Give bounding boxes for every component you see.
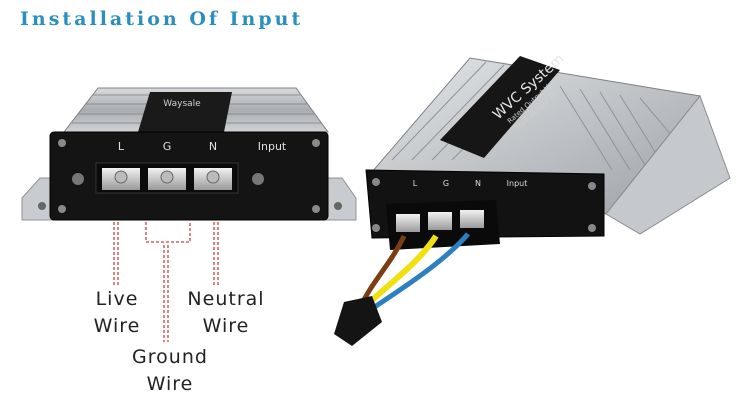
angled-terminal-L <box>396 214 420 232</box>
device-text: Waysale <box>163 99 201 109</box>
angled-label-N: N <box>475 179 481 188</box>
terminal-screw-icon <box>206 170 220 184</box>
screw-icon <box>588 182 596 190</box>
callout-lines <box>113 222 219 342</box>
input-label: Input <box>258 140 287 153</box>
screw-icon <box>312 205 320 213</box>
terminal-screw-icon <box>114 170 128 184</box>
terminal-label-N: N <box>209 140 217 153</box>
flange-hole-icon <box>334 202 342 210</box>
screw-icon <box>312 139 320 147</box>
screw-icon <box>72 173 84 185</box>
cable-sheath <box>334 296 382 346</box>
page-title: Installation Of Input <box>20 8 304 30</box>
device-top-label <box>138 92 232 132</box>
terminal-label-G: G <box>163 140 172 153</box>
ground-wire-label: Ground Wire <box>132 346 208 395</box>
screw-icon <box>372 224 380 232</box>
live-wire-label: Live Wire <box>93 288 141 337</box>
device-top-label <box>440 56 560 158</box>
front-view-device: Waysale L G N Input <box>21 87 357 221</box>
terminal-label-L: L <box>118 140 125 153</box>
angled-label-L: L <box>413 179 418 188</box>
screw-icon <box>252 173 264 185</box>
terminal-screw-icon <box>160 170 174 184</box>
angled-input-label: Input <box>507 179 528 188</box>
screw-icon <box>588 224 596 232</box>
heatsink-side <box>605 94 731 235</box>
angled-terminal-G <box>428 212 452 230</box>
screw-icon <box>372 178 380 186</box>
neutral-wire-label: Neutral Wire <box>187 288 265 337</box>
flange-hole-icon <box>38 202 46 210</box>
angled-terminal-N <box>460 210 484 228</box>
screw-icon <box>58 139 66 147</box>
angled-label-G: G <box>443 179 449 188</box>
angled-view-device: WVC System Rated Output V Max. Output Po… <box>334 51 731 346</box>
neutral-wire <box>368 232 470 313</box>
screw-icon <box>58 205 66 213</box>
